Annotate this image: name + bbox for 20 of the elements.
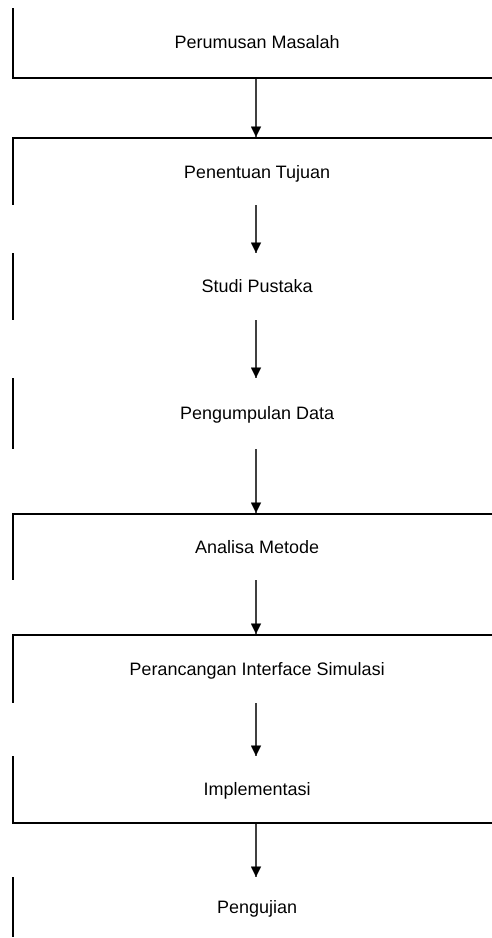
step-label: Pengumpulan Data	[180, 403, 334, 424]
process-box	[12, 8, 492, 79]
process-box	[12, 756, 492, 824]
process-box	[12, 634, 492, 703]
arrow	[250, 79, 262, 137]
step-label: Perumusan Masalah	[174, 32, 340, 53]
step-label: Implementasi	[203, 778, 311, 800]
step-label: Pengujian	[216, 896, 298, 918]
process-box	[12, 513, 492, 580]
step-label: Analisa Metode	[194, 537, 320, 558]
step-label: Perancangan Interface Simulasi	[129, 659, 385, 680]
arrow	[250, 580, 262, 634]
step-label: Penentuan Tujuan	[184, 162, 330, 182]
arrow	[250, 824, 262, 877]
arrow	[250, 320, 262, 378]
step-label: Studi Pustaka	[201, 276, 313, 297]
arrow	[250, 449, 262, 513]
arrow	[250, 703, 262, 756]
process-box	[12, 137, 492, 205]
arrow	[250, 205, 262, 253]
